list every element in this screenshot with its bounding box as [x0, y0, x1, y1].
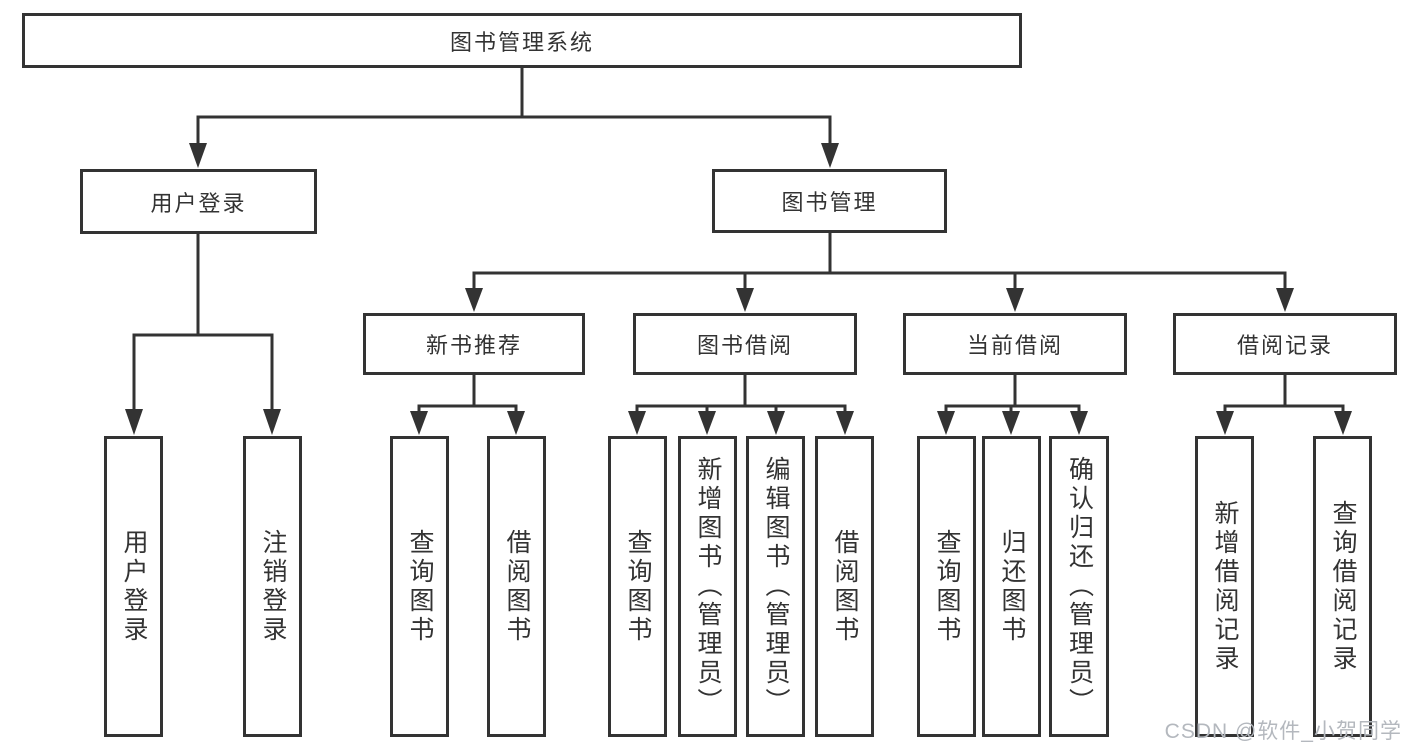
- leaf-logout-login: 注销登录: [243, 436, 302, 737]
- leaf-bb-borrow-books: 借阅图书: [815, 436, 874, 737]
- leaf-bb-add-books-admin: 新增图书（管理员）: [678, 436, 737, 737]
- node-current-borrowing: 当前借阅: [903, 313, 1127, 375]
- leaf-bb-edit-books-admin: 编辑图书（管理员）: [746, 436, 805, 737]
- leaf-br-add-borrow-record-label: 新增借阅记录: [1211, 499, 1239, 674]
- node-borrowing-records: 借阅记录: [1173, 313, 1397, 375]
- leaf-user-login: 用户登录: [104, 436, 163, 737]
- leaf-nbr-query-books: 查询图书: [390, 436, 449, 737]
- leaf-br-add-borrow-record: 新增借阅记录: [1195, 436, 1254, 737]
- watermark: CSDN @软件_小贺同学: [1164, 720, 1402, 743]
- leaf-cb-return-books-label: 归还图书: [998, 528, 1026, 645]
- leaf-cb-query-books: 查询图书: [917, 436, 976, 737]
- node-user-login: 用户登录: [80, 169, 317, 234]
- leaf-nbr-borrow-books-label: 借阅图书: [503, 528, 531, 645]
- node-new-book-recommendation: 新书推荐: [363, 313, 585, 375]
- leaf-user-login-label: 用户登录: [120, 528, 148, 645]
- node-book-management: 图书管理: [712, 169, 947, 233]
- node-library-management-system: 图书管理系统: [22, 13, 1022, 68]
- leaf-bb-add-books-admin-label: 新增图书（管理员）: [694, 456, 722, 717]
- leaf-br-query-borrow-record: 查询借阅记录: [1313, 436, 1372, 737]
- leaf-cb-confirm-return-admin-label: 确认归还（管理员）: [1065, 456, 1094, 717]
- leaf-cb-confirm-return-admin: 确认归还（管理员）: [1049, 436, 1109, 737]
- leaf-logout-login-label: 注销登录: [259, 528, 287, 645]
- leaf-nbr-borrow-books: 借阅图书: [487, 436, 546, 737]
- leaf-br-query-borrow-record-label: 查询借阅记录: [1329, 499, 1357, 674]
- node-book-borrowing: 图书借阅: [633, 313, 857, 375]
- leaf-bb-query-books: 查询图书: [608, 436, 667, 737]
- leaf-cb-query-books-label: 查询图书: [933, 528, 961, 645]
- leaf-bb-edit-books-admin-label: 编辑图书（管理员）: [762, 456, 790, 717]
- leaf-nbr-query-books-label: 查询图书: [406, 528, 434, 645]
- leaf-cb-return-books: 归还图书: [982, 436, 1041, 737]
- leaf-bb-borrow-books-label: 借阅图书: [831, 528, 859, 645]
- leaf-bb-query-books-label: 查询图书: [624, 528, 652, 645]
